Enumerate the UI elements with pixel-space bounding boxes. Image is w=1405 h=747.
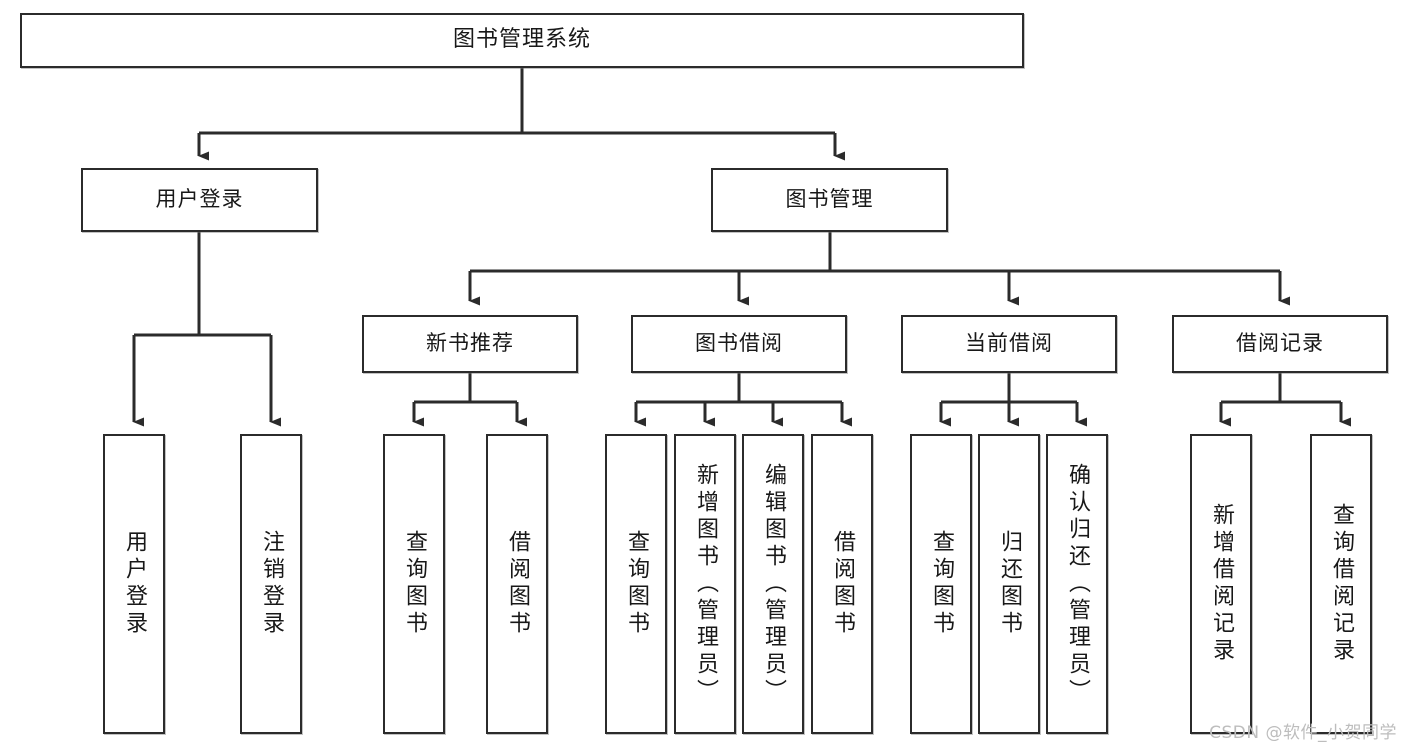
node-user-login[interactable]: 用户登录 [81,168,318,232]
node-leaf-user-logout-label: 注销登录 [259,530,284,638]
node-root-label: 图书管理系统 [452,27,591,53]
node-book-borrow[interactable]: 图书借阅 [631,315,847,373]
node-leaf-query-record[interactable]: 查询借阅记录 [1310,434,1372,734]
node-leaf-borrow-book-2-label: 借阅图书 [830,530,855,638]
node-current-borrow[interactable]: 当前借阅 [901,315,1117,373]
node-new-book-recommend-label: 新书推荐 [426,331,514,356]
node-book-manage-label: 图书管理 [785,187,874,212]
node-leaf-query-book-1-label: 查询图书 [402,530,427,638]
node-leaf-query-book-1[interactable]: 查询图书 [383,434,445,734]
csdn-watermark: CSDN @软件_小贺同学 [1209,723,1397,743]
node-leaf-borrow-book-1-label: 借阅图书 [505,530,530,638]
node-leaf-user-login[interactable]: 用户登录 [103,434,165,734]
node-leaf-add-book-label: 新增图书（管理员） [693,462,718,706]
node-leaf-add-record[interactable]: 新增借阅记录 [1190,434,1252,734]
node-leaf-query-record-label: 查询借阅记录 [1329,503,1354,665]
node-book-borrow-label: 图书借阅 [695,331,783,356]
node-leaf-add-book[interactable]: 新增图书（管理员） [674,434,736,734]
node-new-book-recommend[interactable]: 新书推荐 [362,315,578,373]
node-leaf-user-login-label: 用户登录 [122,530,147,638]
node-leaf-query-book-3[interactable]: 查询图书 [910,434,972,734]
node-current-borrow-label: 当前借阅 [965,331,1053,356]
node-borrow-record-label: 借阅记录 [1236,331,1324,356]
node-leaf-query-book-3-label: 查询图书 [929,530,954,638]
node-leaf-query-book-2-label: 查询图书 [624,530,649,638]
node-leaf-edit-book-label: 编辑图书（管理员） [761,462,786,706]
node-leaf-confirm-return-label: 确认归还（管理员） [1065,462,1090,706]
node-book-manage[interactable]: 图书管理 [711,168,948,232]
node-borrow-record[interactable]: 借阅记录 [1172,315,1388,373]
node-leaf-borrow-book-2[interactable]: 借阅图书 [811,434,873,734]
node-leaf-confirm-return[interactable]: 确认归还（管理员） [1046,434,1108,734]
node-leaf-user-logout[interactable]: 注销登录 [240,434,302,734]
node-leaf-borrow-book-1[interactable]: 借阅图书 [486,434,548,734]
node-leaf-edit-book[interactable]: 编辑图书（管理员） [742,434,804,734]
node-user-login-label: 用户登录 [155,187,244,212]
node-root[interactable]: 图书管理系统 [20,13,1024,68]
node-leaf-return-book-label: 归还图书 [997,530,1022,638]
node-leaf-query-book-2[interactable]: 查询图书 [605,434,667,734]
node-leaf-add-record-label: 新增借阅记录 [1209,503,1234,665]
node-leaf-return-book[interactable]: 归还图书 [978,434,1040,734]
